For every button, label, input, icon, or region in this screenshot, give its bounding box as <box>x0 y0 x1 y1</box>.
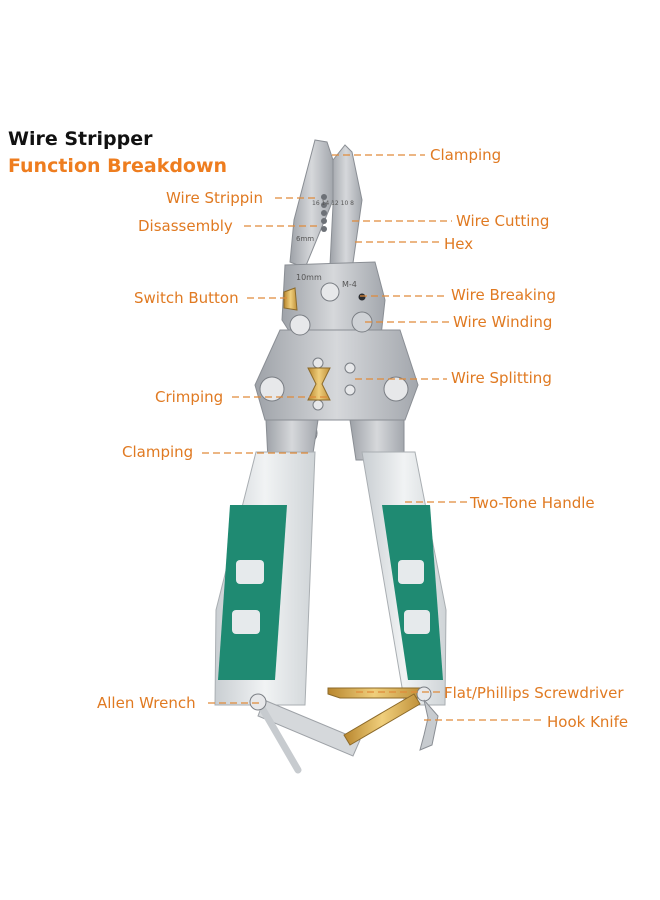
left-handle <box>214 451 316 706</box>
label-switch-button: Switch Button <box>134 289 239 307</box>
label-crimping: Crimping <box>155 388 224 406</box>
label-two-tone-handle: Two-Tone Handle <box>470 494 595 512</box>
label-wire-breaking: Wire Breaking <box>451 286 556 304</box>
crimping-die <box>307 367 331 401</box>
label-disassembly: Disassembly <box>138 217 233 235</box>
label-hook-knife: Hook Knife <box>547 713 629 731</box>
plier-arms <box>265 419 405 461</box>
switch-button-icon <box>283 287 298 311</box>
label-allen-wrench: Allen Wrench <box>97 694 196 712</box>
hook-knife-icon <box>419 699 439 751</box>
size-scale-marking: 16 14 12 10 8 <box>312 200 354 207</box>
label-clamping-mid: Clamping <box>122 443 194 461</box>
10mm-marking: 10mm <box>296 273 322 282</box>
label-wire-winding: Wire Winding <box>453 313 553 331</box>
screwdriver-bits <box>327 686 432 746</box>
6mm-marking: 6mm <box>296 235 314 243</box>
label-flat-phillips-screwdriver: Flat/Phillips Screwdriver <box>444 684 624 702</box>
label-wire-cutting: Wire Cutting <box>456 212 550 230</box>
model-marking: M-4 <box>342 280 357 289</box>
right-handle <box>361 451 447 706</box>
diagram-title: Wire Stripper <box>8 128 153 150</box>
label-clamping-top: Clamping <box>430 146 502 164</box>
label-hex: Hex <box>444 235 474 253</box>
leader-lines <box>202 154 543 721</box>
stripping-holes <box>321 194 327 232</box>
allen-wrench <box>249 693 361 774</box>
plier-head <box>254 139 419 421</box>
diagram-subtitle: Function Breakdown <box>8 155 228 177</box>
label-wire-splitting: Wire Splitting <box>451 369 552 387</box>
wire-breaking-hole <box>358 293 366 301</box>
label-wire-strippin: Wire Strippin <box>166 189 263 207</box>
